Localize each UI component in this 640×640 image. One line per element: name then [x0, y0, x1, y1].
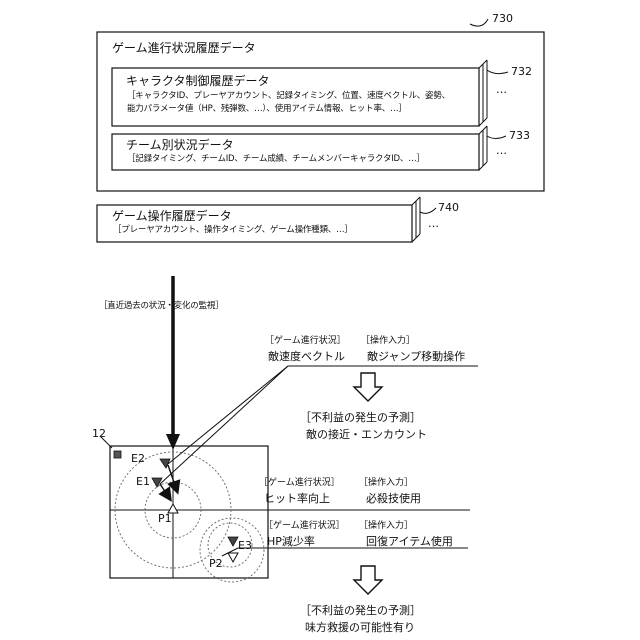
- prediction2-body: 味方救援の可能性有り: [305, 622, 415, 633]
- ref-732: 732: [511, 66, 532, 77]
- scenario2-input-tag: ［操作入力］: [359, 479, 413, 488]
- minimap-frame: [110, 446, 268, 578]
- ref-12: 12: [92, 428, 106, 439]
- team-status-fields: ［記録タイミング、チームID、チーム成績、チームメンバーキャラクタID、…］: [127, 155, 425, 164]
- scenario1-progress: 敵速度ベクトル: [268, 351, 345, 362]
- ref-740: 740: [438, 202, 459, 213]
- scenario3-input-tag: ［操作入力］: [359, 522, 413, 531]
- ellipsis-733: …: [496, 145, 507, 156]
- e1-motion-vector: [160, 484, 168, 496]
- ellipsis-740: …: [428, 218, 439, 229]
- prediction-arrow-1: [354, 373, 382, 401]
- scenario3-progress-tag: ［ゲーム進行状況］: [264, 522, 345, 531]
- prediction1-title: ［不利益の発生の予測］: [300, 412, 421, 423]
- p2-range-outer: [200, 518, 264, 582]
- scenario2-progress: ヒット率向上: [264, 493, 330, 504]
- annot1-leader-b: [160, 366, 288, 484]
- prediction-arrow-2: [354, 566, 382, 594]
- ref-730: 730: [492, 13, 513, 24]
- label-e1: E1: [136, 476, 150, 487]
- scenario1-input: 敵ジャンプ移動操作: [367, 351, 465, 362]
- monitor-label: ［直近過去の状況・変化の監視］: [99, 302, 224, 311]
- minimap-corner-marker: [114, 451, 121, 458]
- ellipsis-732: …: [496, 84, 507, 95]
- prediction2-title: ［不利益の発生の予測］: [300, 605, 421, 616]
- annot1-leader-a: [168, 366, 288, 464]
- character-control-fields-2: 能力パラメータ値（HP、残弾数、…）、使用アイテム情報、ヒット率、…］: [127, 105, 407, 114]
- scenario2-input: 必殺技使用: [366, 493, 421, 504]
- scenario1-progress-tag: ［ゲーム進行状況］: [265, 337, 346, 346]
- label-p2: P2: [209, 558, 223, 569]
- scenario1-input-tag: ［操作入力］: [361, 337, 415, 346]
- player-p2-marker: [228, 553, 238, 562]
- ref-733: 733: [509, 130, 530, 141]
- prediction1-body: 敵の接近・エンカウント: [306, 429, 427, 440]
- e2-motion-vector: [168, 465, 176, 488]
- operation-history-fields: ［プレーヤアカウント、操作タイミング、ゲーム操作種類、…］: [113, 226, 353, 235]
- label-e2: E2: [131, 453, 145, 464]
- team-status-title: チーム別状況データ: [126, 139, 234, 151]
- character-control-fields-1: ［キャラクタID、プレーヤアカウント、記録タイミング、位置、速度ベクトル、姿勢、: [127, 92, 450, 101]
- game-progress-history-title: ゲーム進行状況履歴データ: [112, 42, 256, 54]
- label-p1: P1: [158, 513, 172, 524]
- scenario3-input: 回復アイテム使用: [366, 536, 453, 547]
- leader-730: [470, 19, 488, 26]
- scenario2-progress-tag: ［ゲーム進行状況］: [259, 479, 340, 488]
- scenario3-progress: HP減少率: [267, 536, 315, 547]
- operation-history-title: ゲーム操作履歴データ: [112, 210, 232, 222]
- character-control-title: キャラクタ制御履歴データ: [126, 75, 270, 87]
- label-e3: E3: [238, 540, 252, 551]
- enemy-e3-marker: [228, 537, 238, 546]
